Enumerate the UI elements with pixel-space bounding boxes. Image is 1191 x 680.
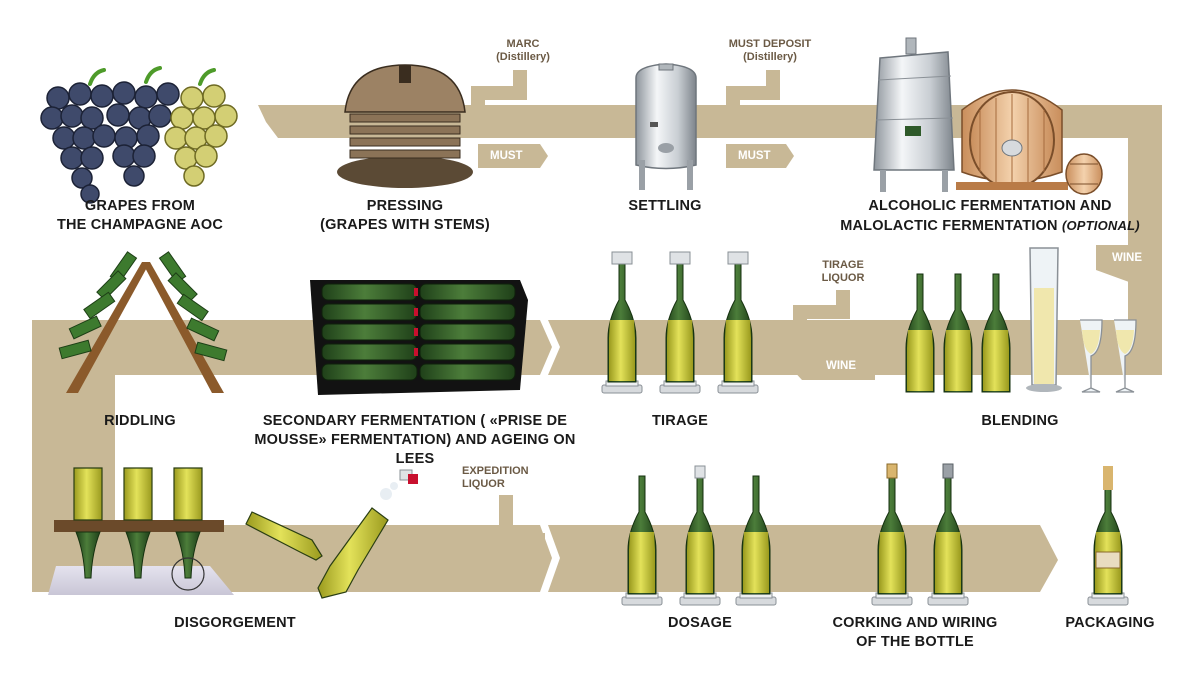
secondary-line1: SECONDARY FERMENTATION ( «PRISE DE [262, 413, 568, 429]
step-pressing-label: PRESSING (GRAPES WITH STEMS) [300, 197, 510, 235]
riddling-line1: RIDDLING [104, 413, 176, 429]
disgorgement-line1: DISGORGEMENT [174, 615, 296, 631]
blending-bottles-icon [905, 273, 1011, 393]
step-disgorgement-label: DISGORGEMENT [160, 614, 310, 633]
step-blending-label: BLENDING [960, 412, 1080, 431]
corking-line1: CORKING AND WIRING [832, 615, 998, 631]
dosage-line1: DOSAGE [667, 615, 733, 631]
step-dosage-label: DOSAGE [650, 614, 750, 633]
marc-line2: (Distillery) [496, 51, 550, 63]
settling-line1: SETTLING [628, 198, 702, 214]
marc-line1: MARC [506, 38, 540, 50]
secondary-line2: MOUSSE» FERMENTATION) AND AGEING ON LEES [254, 432, 576, 467]
tirage-line1: TIRAGE [652, 413, 708, 429]
corked-bottles-icon [871, 463, 969, 606]
fermentation-optional: (OPTIONAL) [1061, 218, 1140, 233]
pressing-line1: PRESSING [366, 198, 444, 214]
must-deposit-line1: MUST DEPOSIT [728, 38, 812, 50]
expedition-liquor-line2: LIQUOR [462, 478, 505, 490]
marc-label: MARC (Distillery) [478, 38, 568, 64]
steel-tank-icon [873, 37, 955, 192]
must-arrow-1-label: MUST [490, 150, 523, 162]
wine-down-arrow [1096, 245, 1162, 282]
riddling-rack-icon [58, 251, 228, 393]
fermentation-line1: ALCOHOLIC FERMENTATION AND [868, 198, 1112, 214]
wine-in-arrow [790, 353, 875, 380]
stacked-bottles-icon [310, 280, 528, 395]
settling-tank-icon [635, 63, 697, 190]
blending-line1: BLENDING [981, 413, 1059, 429]
must-arrow-1 [478, 144, 548, 168]
fermentation-line2: MALOLACTIC FERMENTATION [840, 218, 1058, 234]
grapes-line1: GRAPES FROM [84, 198, 196, 214]
oak-barrel-icon [956, 89, 1068, 190]
step-corking-label: CORKING AND WIRING OF THE BOTTLE [815, 614, 1015, 652]
packaging-line1: PACKAGING [1065, 615, 1155, 631]
wine-glass-icon [1080, 319, 1137, 393]
expedition-liquor-line1: EXPEDITION [462, 465, 529, 477]
step-grapes-label: GRAPES FROM THE CHAMPAGNE AOC [30, 197, 250, 235]
step-secondary-label: SECONDARY FERMENTATION ( «PRISE DE MOUSS… [240, 412, 590, 469]
must-deposit-label: MUST DEPOSIT (Distillery) [710, 38, 830, 64]
must-deposit-line2: (Distillery) [743, 51, 797, 63]
step-riddling-label: RIDDLING [80, 412, 200, 431]
press-icon [337, 64, 473, 188]
dosage-bottles-icon [621, 465, 777, 606]
tirage-liquor-line1: TIRAGE [822, 259, 864, 271]
wine-in-label: WINE [826, 360, 857, 372]
small-barrel-icon [1065, 153, 1103, 195]
tirage-bottles-icon [601, 251, 759, 394]
fermentation-line2-wrap: MALOLACTIC FERMENTATION (OPTIONAL) [820, 216, 1160, 236]
expedition-liquor-label: EXPEDITION LIQUOR [462, 465, 552, 491]
step-fermentation-label: ALCOHOLIC FERMENTATION AND MALOLACTIC FE… [820, 197, 1160, 236]
must-arrow-2 [726, 144, 794, 168]
step-settling-label: SETTLING [610, 197, 720, 216]
step-tirage-label: TIRAGE [630, 412, 730, 431]
disgorged-bottle-icon [245, 469, 418, 599]
step-packaging-label: PACKAGING [1050, 614, 1170, 633]
graduated-cylinder-icon [1026, 247, 1062, 392]
grapes-icon [40, 66, 238, 204]
must-arrow-2-label: MUST [738, 150, 771, 162]
tirage-liquor-label: TIRAGE LIQUOR [808, 259, 878, 285]
tirage-liquor-line2: LIQUOR [821, 272, 865, 284]
packaged-bottle-icon [1087, 466, 1129, 606]
corking-line2: OF THE BOTTLE [856, 634, 974, 650]
wine-down-label: WINE [1112, 252, 1143, 264]
disgorgement-rack-icon [48, 467, 234, 595]
pressing-line2: (GRAPES WITH STEMS) [320, 217, 490, 233]
side-branches [471, 70, 850, 547]
grapes-line2: THE CHAMPAGNE AOC [56, 217, 224, 233]
